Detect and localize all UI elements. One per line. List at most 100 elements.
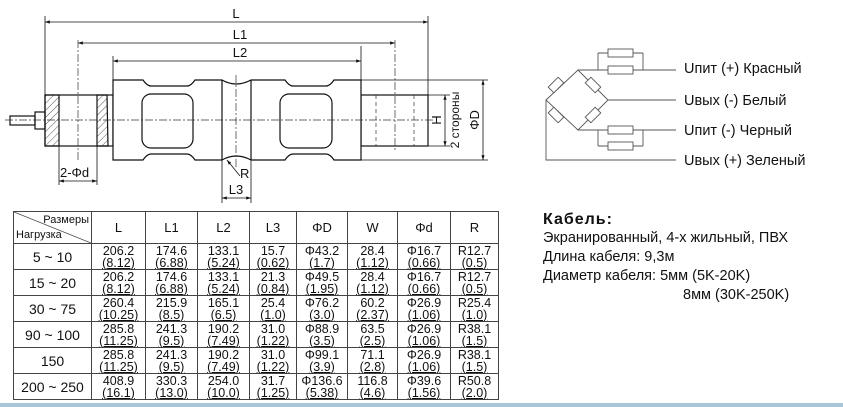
value-cell: 21.3(0.84) (249, 269, 297, 296)
value-cell: Φ16.7(0.66) (397, 269, 451, 296)
value-mm: 174.6 (155, 243, 188, 258)
value-mm: R12.7 (457, 269, 492, 284)
value-cell: 31.0(1.22) (249, 347, 297, 374)
value-cell: 408.9(16.1) (91, 373, 146, 400)
corner-header: Размеры Нагрузка (13, 211, 92, 244)
value-inch: (1.22) (256, 359, 290, 374)
value-mm: R25.4 (457, 295, 492, 310)
value-cell: 15.7(0.62) (249, 243, 297, 270)
value-mm: 15.7 (260, 243, 286, 258)
value-cell: Φ26.9(1.06) (397, 295, 451, 322)
value-inch: (2.8) (359, 359, 386, 374)
value-inch: (0.66) (407, 281, 441, 296)
dim-H: H (429, 115, 444, 124)
value-inch: (1.12) (356, 255, 389, 270)
value-cell: Φ76.2(3.0) (296, 295, 348, 322)
value-cell: Φ39.6(1.56) (397, 373, 451, 400)
value-cell: 63.5(2.5) (347, 321, 398, 348)
value-mm: Φ26.9 (406, 295, 442, 310)
load-cell: 15 ~ 20 (13, 269, 92, 296)
value-cell: 215.9(8.5) (145, 295, 198, 322)
value-cell: 174.6(6.88) (145, 243, 198, 270)
value-inch: (13.0) (155, 385, 188, 400)
value-mm: Φ26.9 (406, 347, 442, 362)
value-cell: Φ88.9(3.5) (296, 321, 348, 348)
value-inch: (8.12) (102, 281, 135, 296)
value-inch: (1.0) (260, 307, 286, 322)
value-inch: (1.7) (309, 255, 335, 270)
dim-L: L (232, 6, 239, 21)
col-header: L (91, 211, 146, 244)
value-cell: Φ43.2(1.7) (296, 243, 348, 270)
value-inch: (10.0) (207, 385, 240, 400)
value-inch: (2.0) (461, 385, 488, 400)
value-inch: (1.22) (256, 333, 290, 348)
value-inch: (1.06) (407, 307, 441, 322)
bottom-divider (0, 403, 843, 407)
value-mm: Φ16.7 (406, 243, 442, 258)
value-inch: (7.49) (207, 333, 240, 348)
value-cell: 31.7(1.25) (249, 373, 297, 400)
value-inch: (2.37) (356, 307, 389, 322)
col-header: R (450, 211, 499, 244)
dim-holes: 2-Φd (60, 165, 89, 180)
value-inch: (1.25) (256, 385, 290, 400)
dim-R: R (240, 166, 249, 181)
value-inch: (1.06) (407, 359, 441, 374)
cable-info: Кабель: Экранированный, 4-х жильный, ПВХ… (543, 210, 789, 305)
value-inch: (0.5) (461, 255, 488, 270)
value-inch: (5.24) (207, 255, 240, 270)
value-mm: 21.3 (260, 269, 286, 284)
value-cell: 60.2(2.37) (347, 295, 398, 322)
value-inch: (6.5) (210, 307, 237, 322)
value-inch: (5.38) (305, 385, 339, 400)
value-mm: 133.1 (207, 269, 240, 284)
value-cell: R12.7(0.5) (450, 243, 499, 270)
corner-dimensions: Размеры (43, 214, 89, 226)
value-cell: Φ16.7(0.66) (397, 243, 451, 270)
value-inch: (0.66) (407, 255, 441, 270)
value-mm: 241.3 (155, 321, 188, 336)
value-cell: R38.1(1.5) (450, 321, 499, 348)
value-inch: (3.5) (309, 333, 335, 348)
value-cell: Φ49.5(1.95) (296, 269, 348, 296)
value-cell: 28.4(1.12) (347, 269, 398, 296)
value-cell: 174.6(6.88) (145, 269, 198, 296)
col-header: ΦD (296, 211, 348, 244)
value-mm: Φ88.9 (304, 321, 340, 336)
value-mm: 260.4 (102, 295, 135, 310)
load-cell: 90 ~ 100 (13, 321, 92, 348)
value-inch: (1.56) (407, 385, 441, 400)
cable-title: Кабель: (543, 211, 613, 228)
value-mm: 408.9 (102, 373, 135, 388)
value-cell: 133.1(5.24) (197, 269, 250, 296)
value-mm: 190.2 (207, 347, 240, 362)
value-mm: Φ16.7 (406, 269, 442, 284)
value-inch: (1.95) (305, 281, 339, 296)
value-inch: (11.25) (99, 359, 138, 374)
value-mm: 28.4 (360, 269, 385, 284)
value-mm: Φ43.2 (304, 243, 340, 258)
value-cell: 190.2(7.49) (197, 347, 250, 374)
value-inch: (1.5) (461, 359, 488, 374)
value-inch: (5.24) (207, 281, 240, 296)
value-mm: Φ76.2 (304, 295, 340, 310)
value-mm: 241.3 (155, 347, 188, 362)
col-header: Φd (397, 211, 451, 244)
value-mm: 31.0 (260, 347, 286, 362)
value-cell: 285.8(11.25) (91, 347, 146, 374)
wire-label-white: Uвых (-) Белый (684, 93, 786, 109)
value-mm: R50.8 (457, 373, 492, 388)
value-cell: 254.0(10.0) (197, 373, 250, 400)
value-inch: (8.12) (102, 255, 135, 270)
value-inch: (9.5) (158, 333, 185, 348)
value-inch: (1.06) (407, 333, 441, 348)
value-cell: R50.8(2.0) (450, 373, 499, 400)
col-header: L1 (145, 211, 198, 244)
value-mm: 165.1 (207, 295, 240, 310)
value-mm: R38.1 (457, 321, 492, 336)
